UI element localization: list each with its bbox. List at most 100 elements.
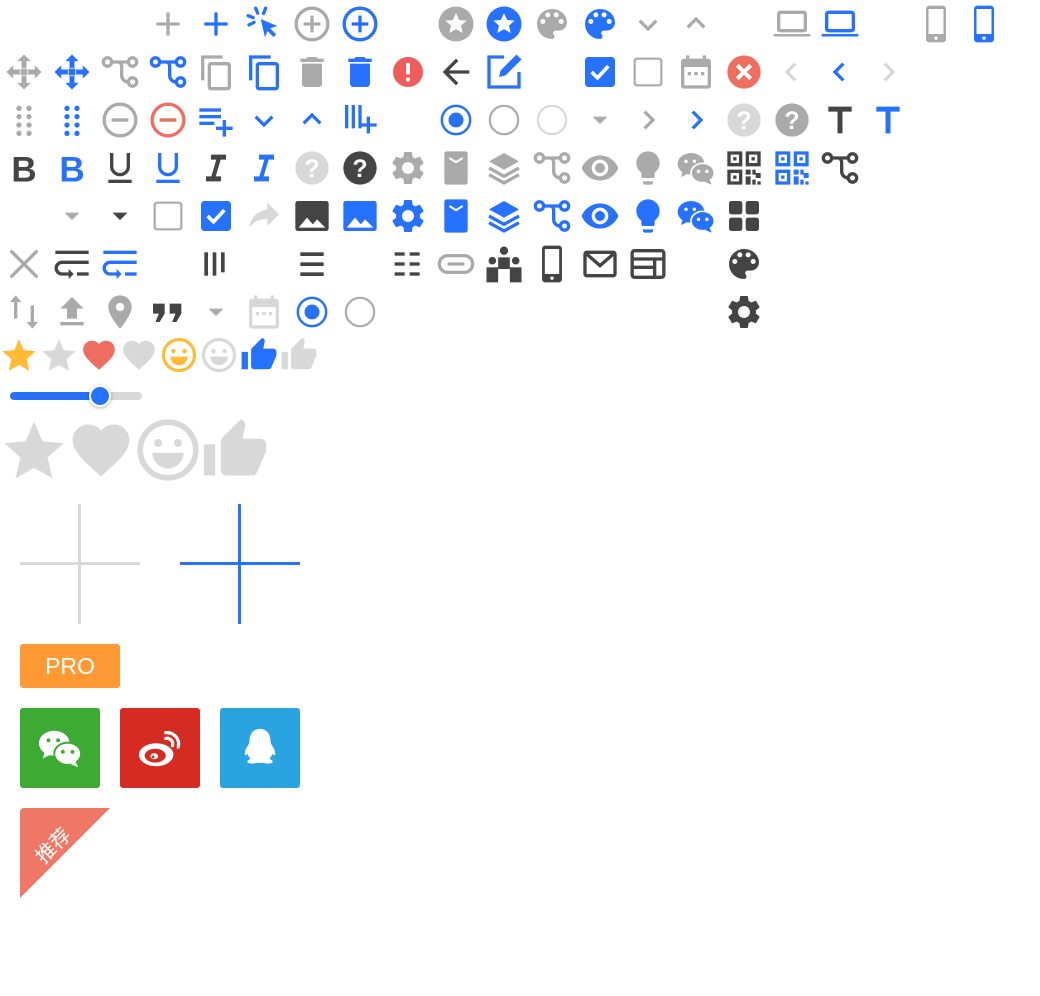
wechat-glyph	[677, 201, 716, 233]
qrcode-icon	[720, 144, 768, 192]
italic-glyph	[206, 154, 226, 182]
weibo-share-button[interactable]	[120, 708, 200, 788]
crosshair-vertical	[78, 504, 81, 624]
layers-icon	[480, 192, 528, 240]
drag-glyph	[64, 105, 80, 136]
star-glyph	[4, 421, 64, 479]
checkbox-icon	[144, 192, 192, 240]
star-icon	[0, 336, 40, 376]
radio-icon	[336, 288, 384, 336]
thumbs-up-icon	[201, 416, 269, 484]
gear-icon	[720, 288, 768, 336]
smile-icon	[134, 416, 202, 484]
qrcode-icon	[768, 144, 816, 192]
close-circle-glyph	[727, 55, 761, 89]
image-icon	[288, 192, 336, 240]
calendar-glyph	[249, 295, 279, 329]
branch-icon	[816, 144, 864, 192]
drag-glyph	[16, 105, 32, 136]
image-glyph	[295, 201, 329, 231]
question-circle-glyph: ?	[775, 103, 809, 137]
question-circle-icon: ?	[720, 96, 768, 144]
wechat-glyph	[677, 153, 716, 185]
underline-icon	[144, 144, 192, 192]
radio-glyph	[536, 104, 568, 136]
chevron-right-glyph	[643, 110, 656, 130]
layers-glyph	[488, 201, 520, 233]
location-glyph	[108, 295, 132, 329]
team-icon	[480, 240, 528, 288]
link-glyph	[437, 254, 475, 274]
checkbox-checked-icon	[576, 48, 624, 96]
chevron-right-glyph	[691, 110, 704, 130]
plus-circle-icon	[336, 0, 384, 48]
move-icon	[0, 48, 48, 96]
svg-text:?: ?	[304, 155, 319, 183]
branch-glyph	[149, 56, 187, 88]
underline-glyph	[108, 153, 132, 183]
caret-down-glyph	[592, 116, 608, 125]
qrcode-glyph	[775, 151, 809, 185]
slider-handle[interactable]	[88, 385, 111, 407]
minus-circle-icon	[144, 96, 192, 144]
layout-glyph	[630, 249, 666, 279]
drag-icon	[48, 96, 96, 144]
thumbs-up-icon	[240, 336, 280, 376]
smile-glyph	[137, 419, 199, 481]
qq-share-button[interactable]	[220, 708, 300, 788]
bold-glyph: B	[11, 150, 36, 188]
bold-icon: B	[0, 144, 48, 192]
sort-glyph	[9, 295, 39, 329]
radio-icon	[528, 96, 576, 144]
chevron-down-glyph	[254, 115, 274, 128]
chevron-down-icon	[624, 0, 672, 48]
share-icon	[240, 192, 288, 240]
mobile-glyph	[542, 245, 562, 283]
grid-list-glyph	[394, 252, 420, 276]
palette-icon	[576, 0, 624, 48]
location-icon	[96, 288, 144, 336]
star-glyph	[42, 339, 76, 371]
layers-glyph	[488, 153, 520, 185]
star-circle-glyph	[486, 6, 522, 42]
close-icon	[0, 240, 48, 288]
radio-glyph	[344, 296, 376, 328]
phone-icon	[960, 0, 1008, 48]
gear-icon	[384, 144, 432, 192]
minus-circle-icon	[96, 96, 144, 144]
bulb-glyph	[636, 151, 660, 185]
underline-icon	[96, 144, 144, 192]
move-icon	[48, 48, 96, 96]
layout-icon	[624, 240, 672, 288]
star-icon	[0, 416, 68, 484]
move-glyph	[6, 54, 42, 90]
gear-icon	[384, 192, 432, 240]
wechat-share-button[interactable]	[20, 708, 100, 788]
crosshair	[180, 504, 300, 624]
branch-glyph	[821, 152, 859, 184]
question-circle-icon: ?	[768, 96, 816, 144]
chevron-left-icon	[816, 48, 864, 96]
edit-icon	[480, 48, 528, 96]
caret-down-icon	[48, 192, 96, 240]
card-icon	[432, 144, 480, 192]
card-glyph	[444, 151, 468, 185]
palette-icon	[528, 0, 576, 48]
crosshair	[20, 504, 140, 624]
error-icon	[384, 48, 432, 96]
caret-down-glyph	[112, 212, 128, 221]
wechat-icon	[672, 144, 720, 192]
eye-icon	[576, 144, 624, 192]
upload-icon	[48, 288, 96, 336]
slider[interactable]	[10, 385, 142, 407]
laptop-icon	[816, 0, 864, 48]
smile-glyph	[161, 337, 197, 373]
heart-glyph	[123, 340, 155, 370]
checkbox-checked-icon	[192, 192, 240, 240]
qq-icon	[244, 728, 276, 764]
bulb-glyph	[636, 199, 660, 233]
plus-circle-glyph	[342, 6, 378, 42]
svg-text:?: ?	[736, 107, 751, 135]
mail-glyph	[583, 250, 617, 278]
mobile-icon	[528, 240, 576, 288]
